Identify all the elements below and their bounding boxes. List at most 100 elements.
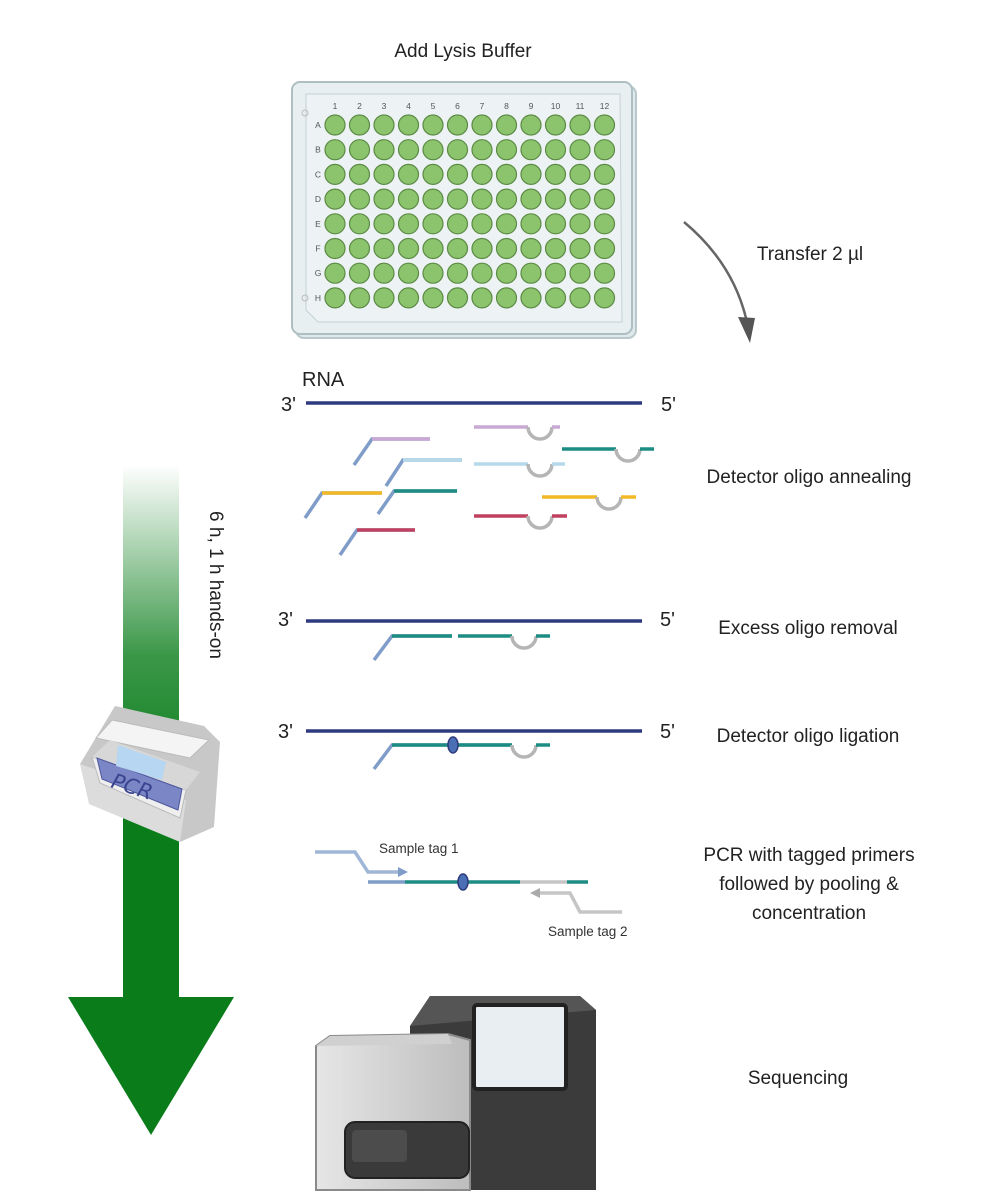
plate-well bbox=[348, 139, 371, 161]
plate-well bbox=[446, 114, 469, 136]
plate-column-label: 1 bbox=[333, 101, 338, 111]
plate-well bbox=[397, 213, 420, 235]
plate-column-label: 10 bbox=[551, 101, 561, 111]
plate-well bbox=[397, 287, 420, 309]
plate-well bbox=[495, 114, 518, 136]
plate-well bbox=[544, 114, 567, 136]
sample-tag-2-label: Sample tag 2 bbox=[548, 924, 628, 939]
pcr-strands bbox=[315, 850, 622, 914]
plate-well bbox=[569, 139, 591, 161]
plate-well bbox=[422, 139, 444, 161]
step-pcr-line-3: concentration bbox=[751, 903, 867, 924]
plate-well bbox=[593, 163, 616, 185]
plate-well bbox=[520, 287, 542, 309]
plate-well bbox=[471, 213, 493, 235]
plate-row-label: F bbox=[315, 244, 320, 254]
plate-well bbox=[324, 287, 346, 309]
plate-well bbox=[422, 262, 444, 284]
plate-well bbox=[324, 139, 346, 161]
removal-5prime-label: 5' bbox=[660, 609, 675, 631]
ligation-3prime-label: 3' bbox=[278, 721, 293, 743]
plate-well bbox=[544, 262, 567, 284]
plate-well bbox=[593, 213, 616, 235]
plate-well bbox=[422, 188, 444, 210]
plate-well bbox=[348, 114, 371, 136]
plate-well bbox=[446, 188, 469, 210]
plate-well bbox=[495, 237, 518, 260]
page-title: Add Lysis Buffer bbox=[394, 41, 532, 62]
plate-well bbox=[397, 262, 420, 284]
plate-well bbox=[348, 188, 371, 210]
plate-row-label: B bbox=[315, 145, 321, 155]
ligation-5prime-label: 5' bbox=[660, 721, 675, 743]
rna-label: RNA bbox=[302, 369, 345, 391]
plate-well bbox=[348, 262, 371, 284]
sequencer-icon bbox=[315, 996, 596, 1191]
plate-well bbox=[324, 262, 346, 284]
plate-well bbox=[520, 237, 542, 260]
plate-column-label: 3 bbox=[382, 101, 387, 111]
plate-well bbox=[495, 188, 518, 210]
plate-row-label: C bbox=[315, 169, 321, 179]
plate-well bbox=[348, 237, 371, 260]
plate-well bbox=[373, 287, 395, 309]
plate-well bbox=[569, 237, 591, 260]
plate-column-label: 12 bbox=[600, 101, 610, 111]
plate-well bbox=[593, 188, 616, 210]
plate-column-label: 6 bbox=[455, 101, 460, 111]
plate-well bbox=[544, 213, 567, 235]
plate-well bbox=[495, 139, 518, 161]
plate-well bbox=[471, 237, 493, 260]
transfer-label: Transfer 2 µl bbox=[756, 244, 864, 265]
sample-tag-1-label: Sample tag 1 bbox=[379, 841, 459, 856]
plate-column-label: 8 bbox=[504, 101, 509, 111]
plate-well bbox=[544, 287, 567, 309]
step-removal-label: Excess oligo removal bbox=[718, 618, 898, 639]
plate-well bbox=[422, 114, 444, 136]
plate-well bbox=[373, 262, 395, 284]
plate-well bbox=[495, 287, 518, 309]
plate-well bbox=[569, 114, 591, 136]
rna-5prime-label: 5' bbox=[661, 394, 676, 416]
plate-row-label: D bbox=[315, 194, 321, 204]
plate-well bbox=[495, 163, 518, 185]
plate-well bbox=[373, 188, 395, 210]
plate-well bbox=[544, 237, 567, 260]
plate-well bbox=[446, 287, 469, 309]
transfer-arrow bbox=[683, 221, 755, 343]
plate-well bbox=[422, 287, 444, 309]
thermocycler-icon: PCR bbox=[80, 706, 220, 842]
step-ligation-label: Detector oligo ligation bbox=[716, 726, 900, 747]
plate-well bbox=[324, 237, 346, 260]
plate-well bbox=[373, 237, 395, 260]
plate-well bbox=[373, 114, 395, 136]
plate-row-label: H bbox=[315, 293, 321, 303]
timeline-text: 6 h, 1 h hands-on bbox=[205, 511, 226, 659]
plate-well bbox=[520, 163, 542, 185]
plate-well bbox=[446, 139, 469, 161]
timeline-label: 6 h, 1 h hands-on bbox=[200, 500, 230, 670]
removal-strands bbox=[306, 619, 642, 662]
plate-well bbox=[520, 213, 542, 235]
plate-well bbox=[471, 287, 493, 309]
plate-well bbox=[324, 163, 346, 185]
plate-well bbox=[446, 237, 469, 260]
plate-well bbox=[397, 237, 420, 260]
plate-well bbox=[544, 139, 567, 161]
plate-well bbox=[569, 163, 591, 185]
plate-well bbox=[520, 114, 542, 136]
plate-well bbox=[569, 262, 591, 284]
detector-oligos-free bbox=[303, 425, 654, 556]
plate-row-label: E bbox=[315, 219, 321, 229]
plate-well bbox=[446, 213, 469, 235]
plate-well bbox=[495, 262, 518, 284]
plate-well bbox=[324, 114, 346, 136]
plate-well bbox=[593, 139, 616, 161]
step-sequencing-label: Sequencing bbox=[747, 1068, 849, 1089]
plate-column-label: 2 bbox=[357, 101, 362, 111]
plate-well bbox=[569, 287, 591, 309]
plate-well bbox=[520, 188, 542, 210]
plate-well bbox=[422, 213, 444, 235]
